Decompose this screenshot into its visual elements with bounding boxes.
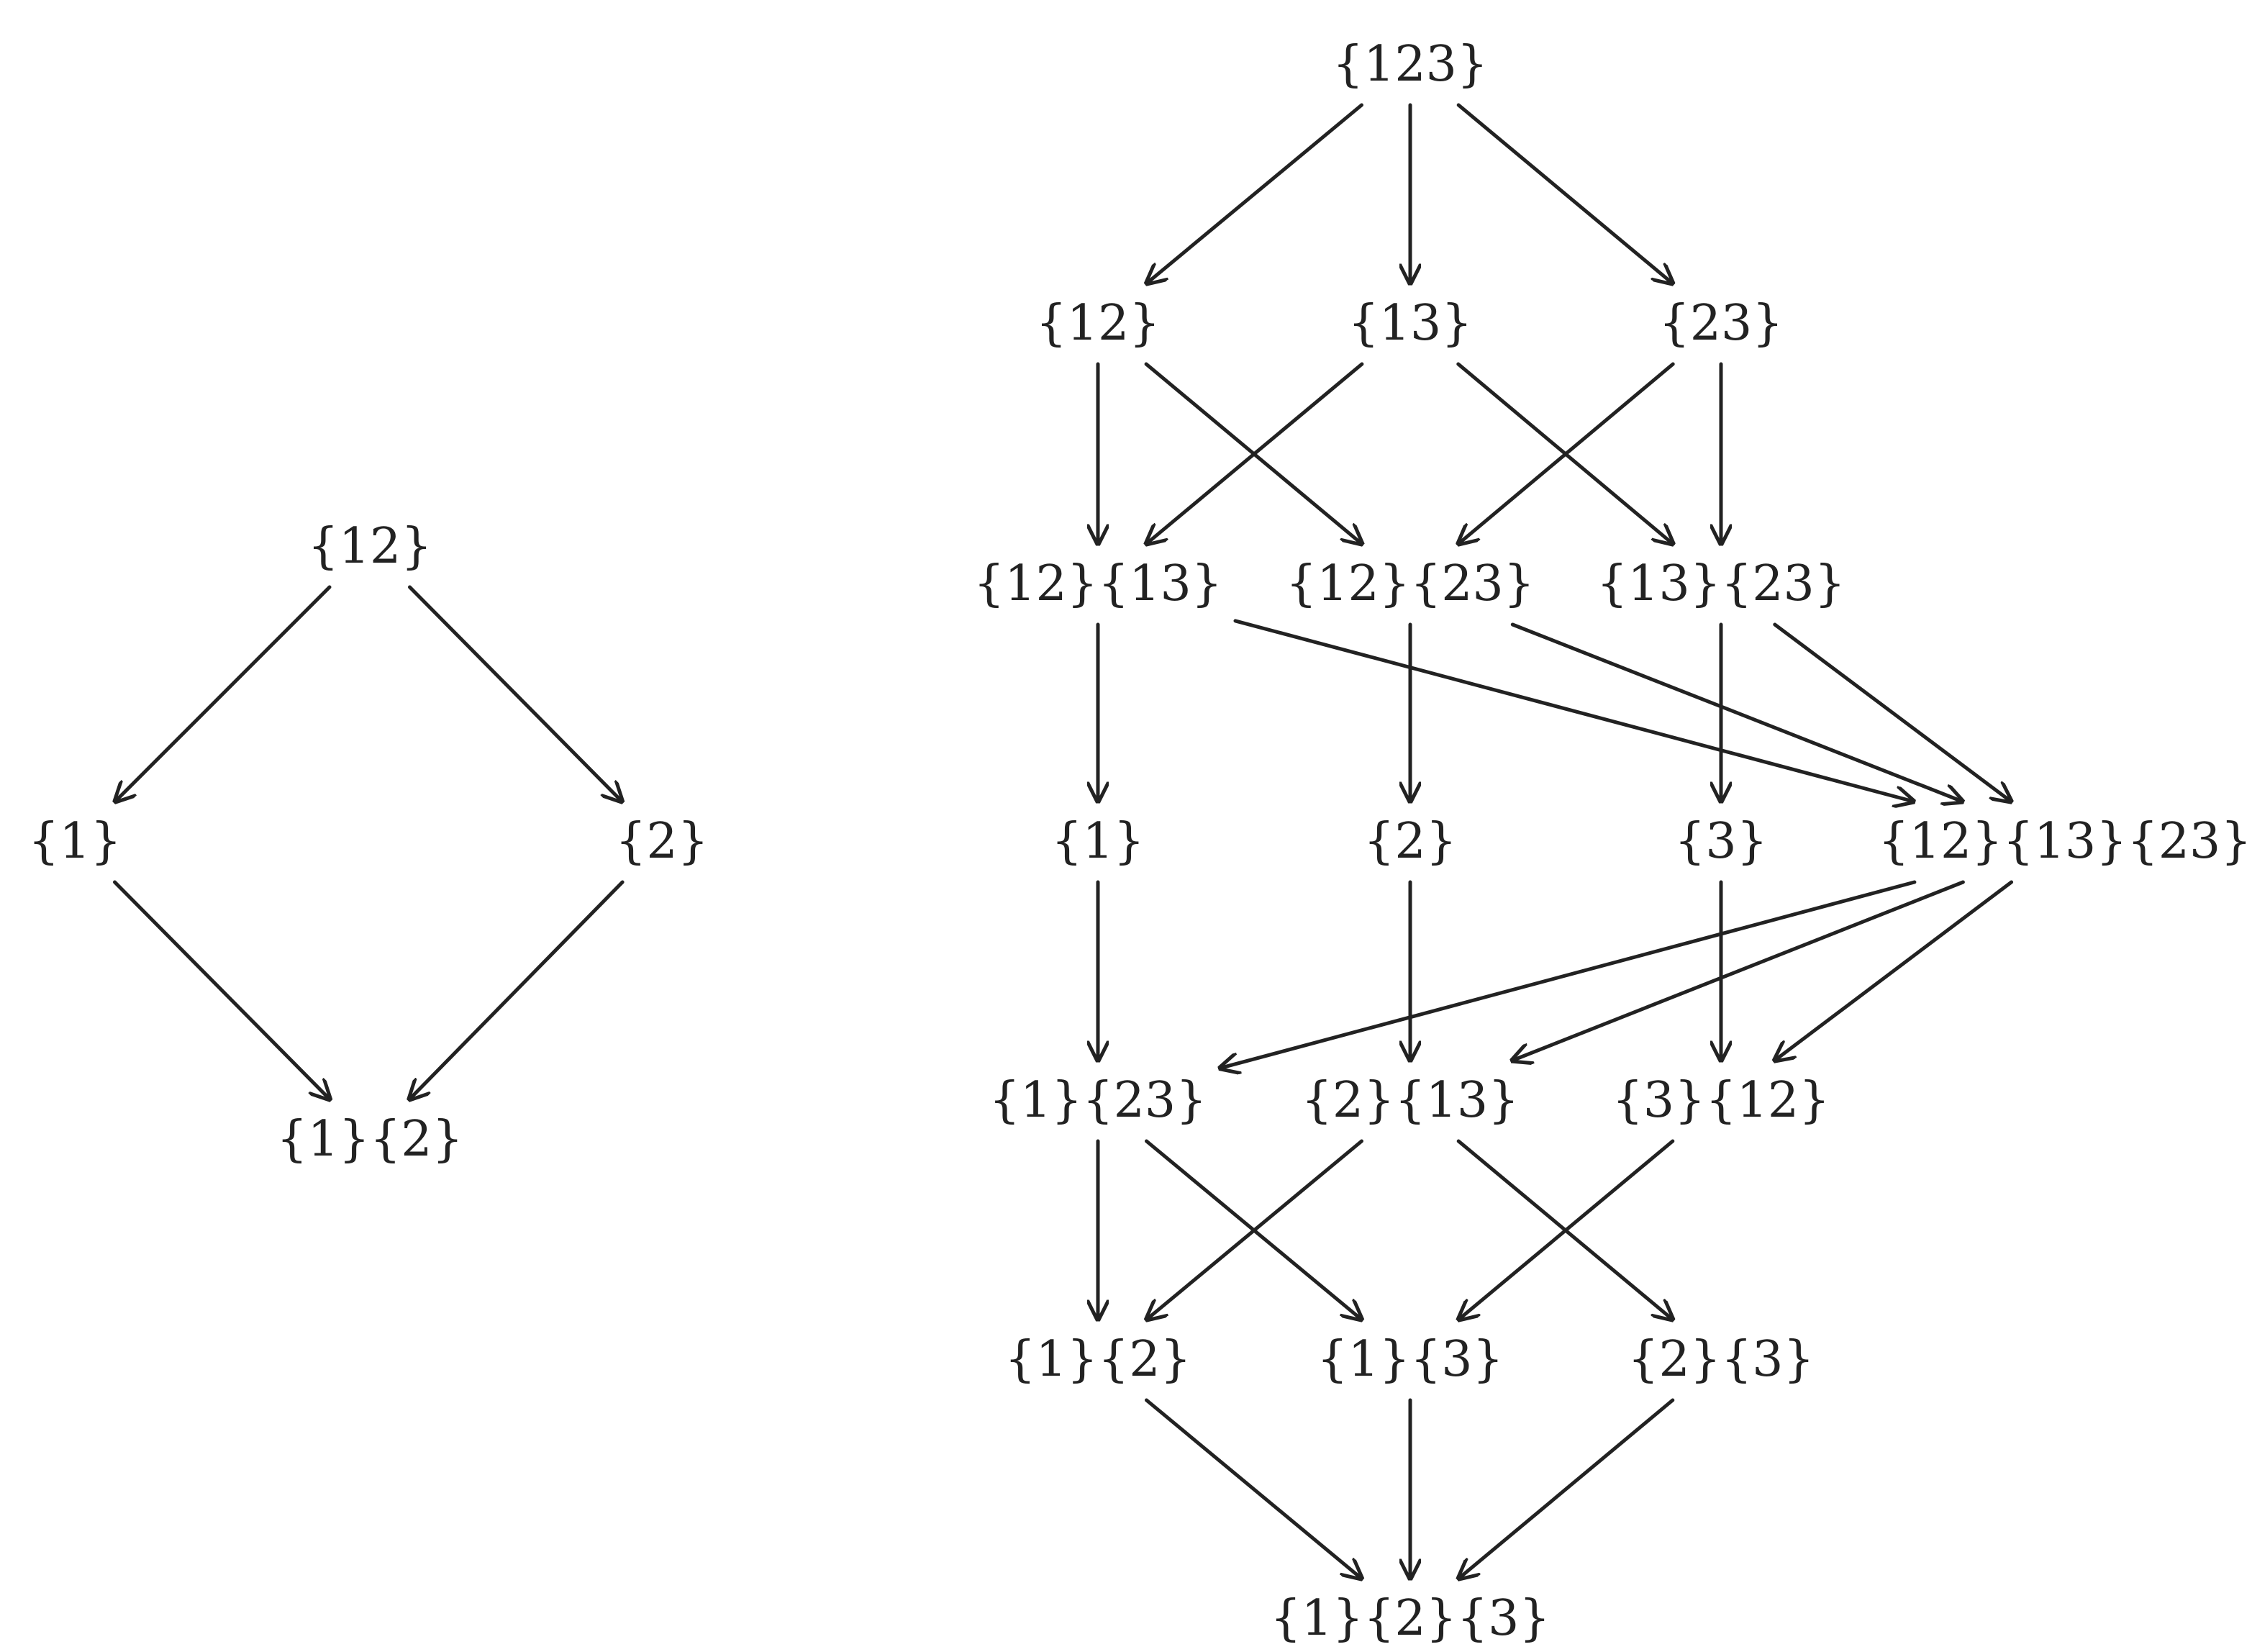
- node-set-1-2: {1}{2}: [276, 1111, 463, 1168]
- edge-arrow-r2-3-to-r1-2-3: [1458, 1398, 1675, 1579]
- edge-arrow-r12-13-to-r12-13-23: [1233, 619, 1914, 802]
- edge-arrow-r3-12-to-r1-3: [1458, 1139, 1675, 1320]
- node-set-1-3: {1}{3}: [1317, 1331, 1504, 1388]
- edge-arrow-r12-13-23-to-r3-12: [1774, 880, 2014, 1061]
- edge-arrow-r123-to-r23: [1456, 103, 1673, 283]
- edge-arrow-r13-to-r12-13: [1146, 362, 1364, 544]
- edge-arrow-r12-23-to-r12-13-23: [1510, 622, 1962, 802]
- node-set-1: {1}: [28, 813, 122, 870]
- node-set-123: {123}: [1332, 36, 1489, 93]
- node-set-3: {3}: [1674, 813, 1768, 870]
- edge-arrow-r123-to-r12: [1147, 103, 1363, 283]
- node-set-1: {1}: [1051, 813, 1145, 870]
- edge-arrow-r23-to-r12-23: [1458, 362, 1675, 544]
- edge-arrow-l12-to-l1: [115, 585, 332, 802]
- node-set-1-23: {1}{23}: [989, 1072, 1207, 1129]
- edge-arrow-l12-to-l2: [408, 585, 622, 802]
- node-set-2-13: {2}{13}: [1301, 1072, 1520, 1129]
- edge-arrow-l1-to-l1-2: [113, 880, 330, 1099]
- node-set-2-3: {2}{3}: [1627, 1331, 1815, 1388]
- node-set-1-2: {1}{2}: [1004, 1331, 1191, 1388]
- edge-arrow-r13-23-to-r12-13-23: [1773, 622, 2011, 802]
- node-set-12: {12}: [307, 518, 432, 575]
- node-set-13: {13}: [1348, 295, 1473, 352]
- edge-arrow-l2-to-l1-2: [409, 880, 625, 1099]
- node-set-13-23: {13}{23}: [1596, 555, 1846, 612]
- node-set-1-2-3: {1}{2}{3}: [1270, 1590, 1550, 1647]
- edge-arrow-r12-13-23-to-r2-13: [1512, 880, 1965, 1061]
- node-set-12-13: {12}{13}: [973, 555, 1223, 612]
- node-set-3-12: {3}{12}: [1612, 1072, 1830, 1129]
- node-set-23: {23}: [1658, 295, 1784, 352]
- edge-arrow-r12-13-23-to-r1-23: [1220, 880, 1917, 1068]
- node-set-12: {12}: [1035, 295, 1161, 352]
- node-set-2: {2}: [1363, 813, 1457, 870]
- edge-arrow-r2-13-to-r1-2: [1147, 1139, 1363, 1320]
- edge-arrow-r1-2-to-r1-2-3: [1145, 1398, 1362, 1579]
- node-set-12-23: {12}{23}: [1285, 555, 1535, 612]
- node-set-12-13-23: {12}{13}{23}: [1878, 813, 2252, 870]
- node-set-2: {2}: [615, 813, 709, 870]
